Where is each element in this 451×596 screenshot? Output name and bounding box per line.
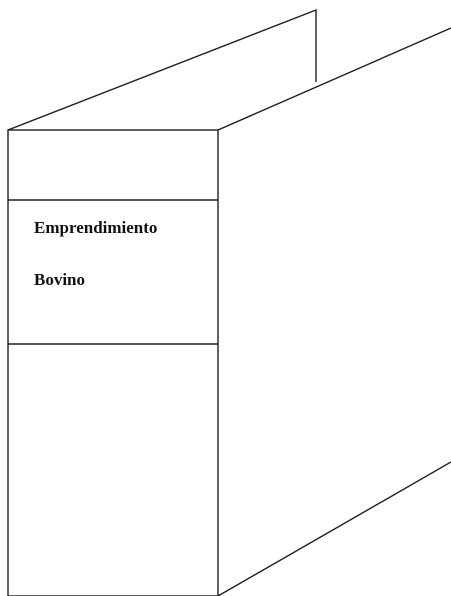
back-cover-outline [7, 8, 317, 131]
binder-top-edge [217, 27, 451, 131]
front-cover-side [217, 461, 451, 596]
spine-label-line2: Bovino [34, 270, 85, 289]
spine-outline [7, 129, 219, 596]
spine-label-line1: Emprendimiento [34, 218, 157, 237]
